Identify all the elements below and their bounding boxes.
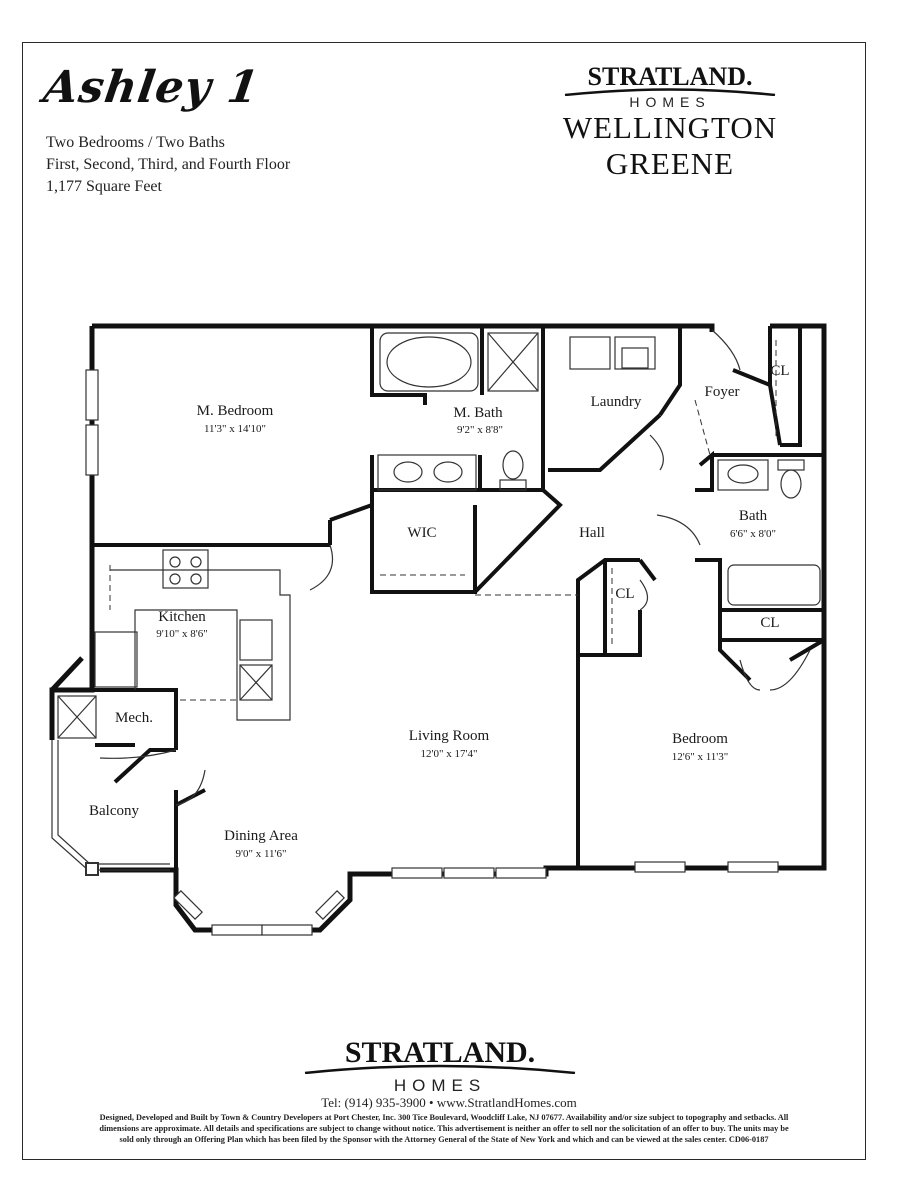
plan-square-feet: 1,177 Square Feet [46, 178, 162, 195]
interior-walls [92, 326, 826, 870]
disclaimer-line-1: Designed, Developed and Built by Town & … [99, 1113, 789, 1122]
fixtures [57, 332, 821, 739]
plan-floors: First, Second, Third, and Fourth Floor [46, 156, 291, 173]
balcony-railing [51, 740, 170, 876]
dims-m-bedroom: 11'3" x 14'10" [204, 423, 266, 435]
page-frame [22, 42, 866, 1160]
dims-m-bath: 9'2" x 8'8" [457, 424, 503, 436]
disclaimer: Designed, Developed and Built by Town & … [44, 1112, 844, 1145]
brand-swoosh-icon [564, 88, 776, 96]
label-laundry: Laundry [591, 394, 642, 410]
label-m-bath: M. Bath [453, 405, 503, 421]
dims-bedroom: 12'6" x 11'3" [672, 751, 729, 763]
footer-brand: STRATLAND. HOMES [290, 1036, 590, 1096]
label-hall: Hall [579, 525, 605, 541]
footer-builder-sub: HOMES [393, 1076, 487, 1095]
label-kitchen: Kitchen [158, 609, 206, 625]
windows [85, 369, 779, 936]
label-cl-hall: CL [615, 586, 634, 602]
builder-name: STRATLAND. [587, 62, 753, 91]
disclaimer-line-2: dimensions are approximate. All details … [99, 1124, 789, 1133]
label-cl-bedroom: CL [760, 615, 779, 631]
label-dining-area: Dining Area [224, 828, 298, 844]
label-m-bedroom: M. Bedroom [197, 403, 274, 419]
label-wic: WIC [407, 525, 436, 541]
label-cl-foyer: CL [770, 363, 789, 379]
label-bath: Bath [739, 508, 768, 524]
footer-swoosh-icon [304, 1064, 576, 1074]
label-bedroom: Bedroom [672, 731, 728, 747]
label-mech: Mech. [115, 710, 153, 726]
community-name: WELLINGTON GREENE [562, 110, 778, 181]
label-living-room: Living Room [409, 728, 490, 744]
dims-bath: 6'6" x 8'0" [730, 528, 776, 540]
dims-living-room: 12'0" x 17'4" [421, 748, 478, 760]
dims-dining-area: 9'0" x 11'6" [235, 848, 286, 860]
label-balcony: Balcony [89, 803, 139, 819]
door-swings [99, 329, 811, 806]
contact-line: Tel: (914) 935-3900 • www.StratlandHomes… [321, 1095, 577, 1110]
footer-builder-name: STRATLAND. [344, 1036, 536, 1069]
header-brand: STRATLAND. HOMES WELLINGTON GREENE [500, 62, 840, 182]
plan-bed-bath: Two Bedrooms / Two Baths [46, 134, 225, 151]
builder-sub: HOMES [629, 94, 711, 110]
dashed-overhead-lines [109, 340, 777, 701]
label-foyer: Foyer [705, 384, 740, 400]
dims-kitchen: 9'10" x 8'6" [156, 628, 207, 640]
disclaimer-line-3: sold only through an Offering Plan which… [119, 1135, 769, 1144]
